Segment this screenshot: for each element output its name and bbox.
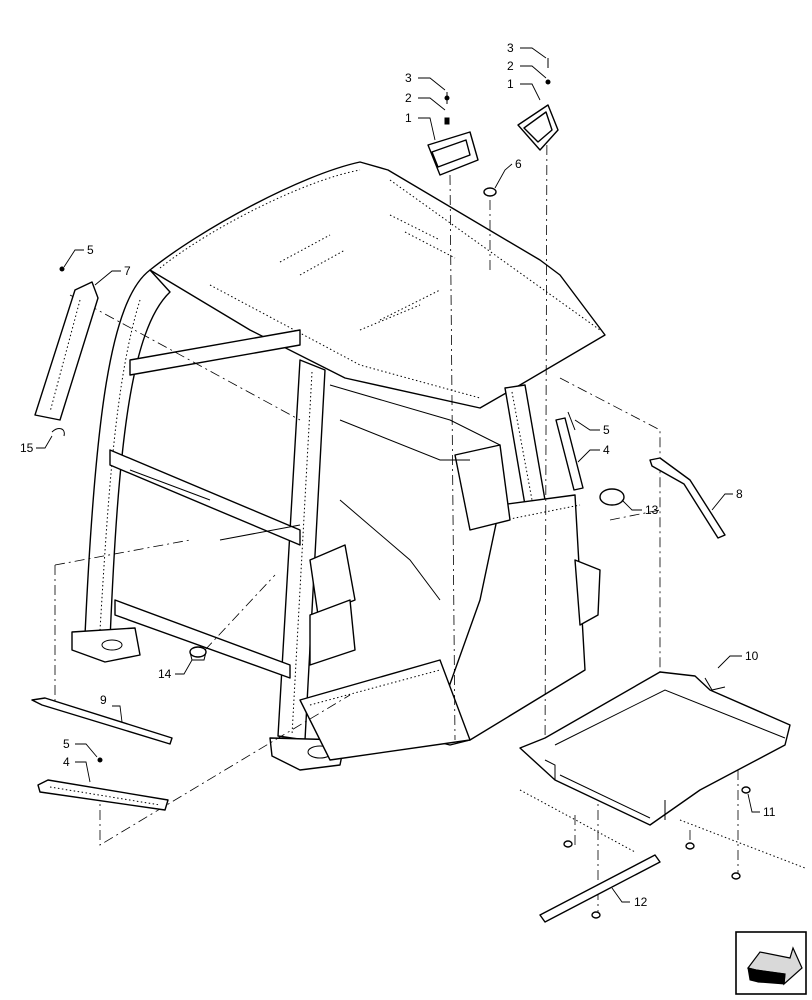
- seal-strip: [31, 697, 173, 745]
- svg-text:8: 8: [736, 487, 743, 501]
- callout-1-right: 1: [507, 77, 541, 101]
- callout-9: 9: [100, 693, 123, 723]
- grommets-11: [563, 786, 751, 919]
- svg-text:2: 2: [405, 91, 412, 105]
- cap: [599, 488, 625, 506]
- callout-4-right: 4: [577, 443, 610, 463]
- svg-text:14: 14: [158, 667, 172, 681]
- svg-text:5: 5: [87, 243, 94, 257]
- svg-text:15: 15: [20, 441, 34, 455]
- callout-4-bottom-left: 4: [63, 755, 91, 783]
- svg-text:4: 4: [603, 443, 610, 457]
- svg-text:6: 6: [515, 157, 522, 171]
- grommet: [189, 646, 207, 661]
- trim-seal: [649, 457, 726, 539]
- callout-1-left: 1: [405, 111, 436, 141]
- assembly-center-lines: [54, 104, 739, 915]
- svg-text:1: 1: [507, 77, 514, 91]
- bracket-right: [555, 411, 584, 491]
- callout-10: 10: [717, 649, 759, 669]
- clip: [51, 428, 65, 437]
- handle-right: [517, 58, 559, 151]
- next-page-arrow-icon[interactable]: [735, 931, 807, 995]
- callout-2-right: 2: [507, 59, 547, 79]
- svg-text:4: 4: [63, 755, 70, 769]
- callout-11: 11: [747, 793, 776, 819]
- svg-text:2: 2: [507, 59, 514, 73]
- svg-text:7: 7: [124, 264, 131, 278]
- svg-text:3: 3: [405, 71, 412, 85]
- floor-strip: [519, 789, 806, 923]
- handle-left: [427, 92, 479, 176]
- weatherstrip-left: [34, 266, 99, 421]
- callout-12: 12: [611, 887, 648, 909]
- callout-15: 15: [20, 435, 53, 455]
- callout-3-left: 3: [405, 71, 446, 91]
- callout-3-right: 3: [507, 41, 547, 59]
- svg-text:5: 5: [603, 423, 610, 437]
- svg-text:10: 10: [745, 649, 759, 663]
- callout-8: 8: [711, 487, 743, 511]
- cab-frame: [71, 161, 606, 771]
- plug: [483, 187, 497, 197]
- callout-5-bottom-left: 5: [63, 737, 98, 758]
- callout-labels: 3 2 1 3 2 1 6 5: [20, 41, 776, 909]
- svg-text:5: 5: [63, 737, 70, 751]
- svg-text:1: 1: [405, 111, 412, 125]
- callout-7: 7: [94, 264, 131, 286]
- callout-14: 14: [158, 659, 193, 681]
- svg-text:13: 13: [645, 503, 659, 517]
- retainer-strip: [37, 757, 169, 811]
- svg-text:9: 9: [100, 693, 107, 707]
- cab-floor-mat: [519, 671, 791, 826]
- callout-13: 13: [621, 499, 659, 517]
- svg-text:3: 3: [507, 41, 514, 55]
- svg-text:12: 12: [634, 895, 648, 909]
- callout-5-top-left: 5: [63, 243, 94, 268]
- callout-2-left: 2: [405, 91, 446, 111]
- svg-text:11: 11: [763, 805, 776, 819]
- callout-5-right: 5: [574, 419, 610, 437]
- callout-6: 6: [494, 157, 522, 189]
